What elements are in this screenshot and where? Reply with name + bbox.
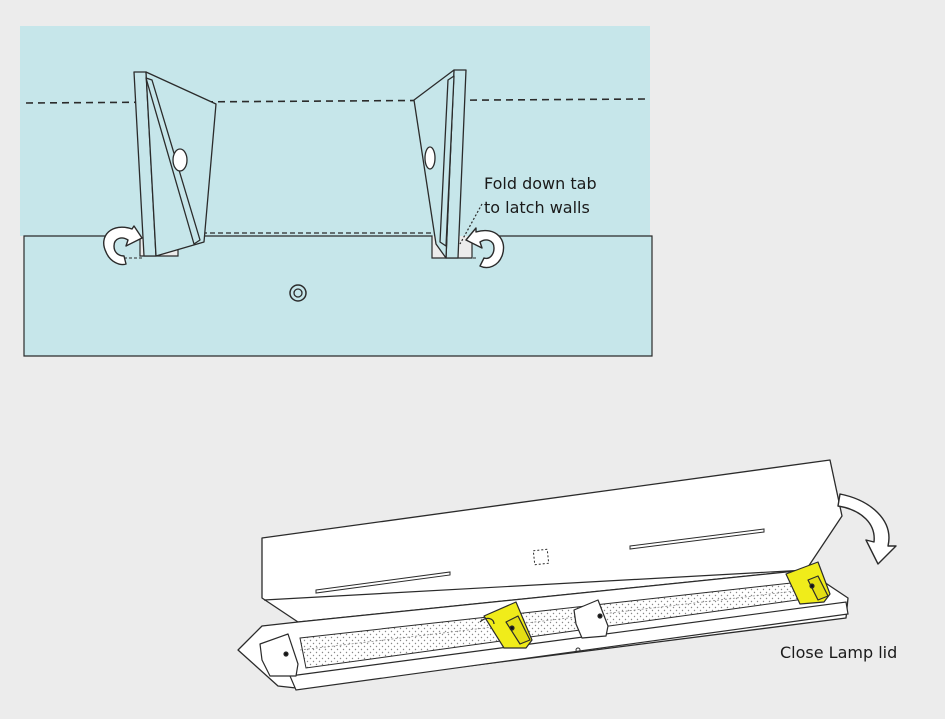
hole-ring-icon <box>289 284 307 302</box>
hole-ring-inner <box>293 288 303 298</box>
left-wall-hole <box>172 148 188 172</box>
fold-tab-callout: Fold down tab to latch walls <box>484 172 597 220</box>
right-wall-hole <box>424 146 436 170</box>
curved-arrow-right-icon <box>458 227 505 269</box>
yellow-tab-right <box>785 561 831 605</box>
right-wall <box>413 69 467 259</box>
lid-center-mark <box>532 548 550 566</box>
upper-fold-line <box>25 98 647 104</box>
top-step-diagram <box>20 26 653 357</box>
bracket-mid <box>573 599 609 639</box>
bracket-left <box>259 633 299 677</box>
curved-arrow-down-icon <box>837 493 897 565</box>
lid-slot-right <box>629 528 765 550</box>
lid-slot-left <box>315 571 451 594</box>
lid-fold-line <box>263 569 807 601</box>
fold-tab-callout-line1: Fold down tab <box>484 174 597 193</box>
rail-hole <box>575 647 581 653</box>
left-wall <box>133 71 217 257</box>
upper-panel <box>20 26 650 236</box>
lower-panel <box>23 235 653 357</box>
bottom-step-diagram <box>237 459 897 691</box>
front-rail <box>289 601 849 691</box>
close-lid-callout: Close Lamp lid <box>780 643 898 662</box>
curved-arrow-left-icon <box>103 225 144 266</box>
yellow-tab-left <box>479 601 533 649</box>
fold-tab-callout-line2: to latch walls <box>484 198 590 217</box>
